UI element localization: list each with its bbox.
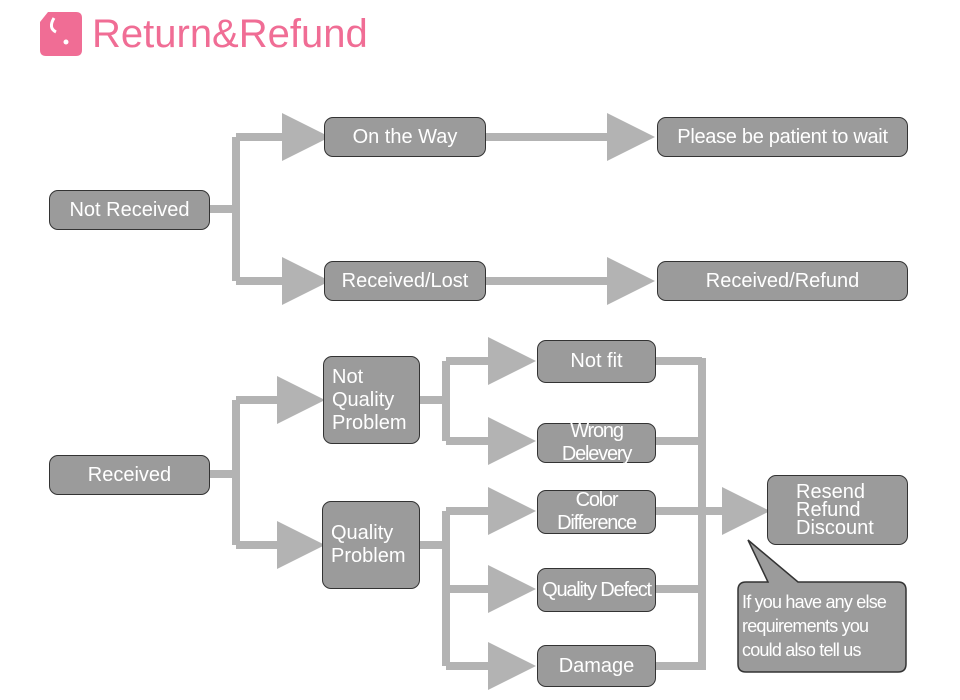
outcome-label: Resend Refund Discount [796,481,874,539]
patient-wait-node: Please be patient to wait [657,117,908,157]
received-refund-node: Received/Refund [657,261,908,301]
color-difference-label: Color Difference [557,489,637,534]
not-fit-label: Not fit [570,350,623,372]
not-quality-problem-node: Not Quality Problem [323,356,420,444]
page-header: Return&Refund [40,10,368,58]
not-received-node: Not Received [49,190,210,230]
not-received-label: Not Received [69,198,190,221]
not-quality-problem-label: Not Quality Problem [332,365,407,434]
wrong-delivery-node: Wrong Delevery [537,420,656,465]
received-label: Received [87,463,172,486]
received-node: Received [49,455,210,495]
page-title: Return&Refund [92,12,368,56]
damage-node: Damage [537,645,656,687]
damage-label: Damage [558,654,635,677]
quality-problem-label: Quality Problem [331,522,406,567]
on-the-way-label: On the Way [352,125,458,148]
patient-wait-label: Please be patient to wait [677,125,888,148]
tag-icon [40,12,82,56]
received-refund-label: Received/Refund [705,269,860,292]
on-the-way-node: On the Way [324,117,486,157]
quality-defect-label: Quality Defect [542,578,652,601]
color-difference-node: Color Difference [537,489,656,534]
wrong-delivery-label: Wrong Delevery [561,420,633,465]
received-lost-node: Received/Lost [324,261,486,301]
note-text: If you have any else requirements you co… [742,592,887,660]
quality-defect-node: Quality Defect [537,568,656,612]
not-fit-node: Not fit [537,340,656,383]
received-lost-label: Received/Lost [341,269,469,292]
quality-problem-node: Quality Problem [322,501,420,589]
note-bubble [737,539,907,673]
outcome-node: Resend Refund Discount [767,475,908,545]
